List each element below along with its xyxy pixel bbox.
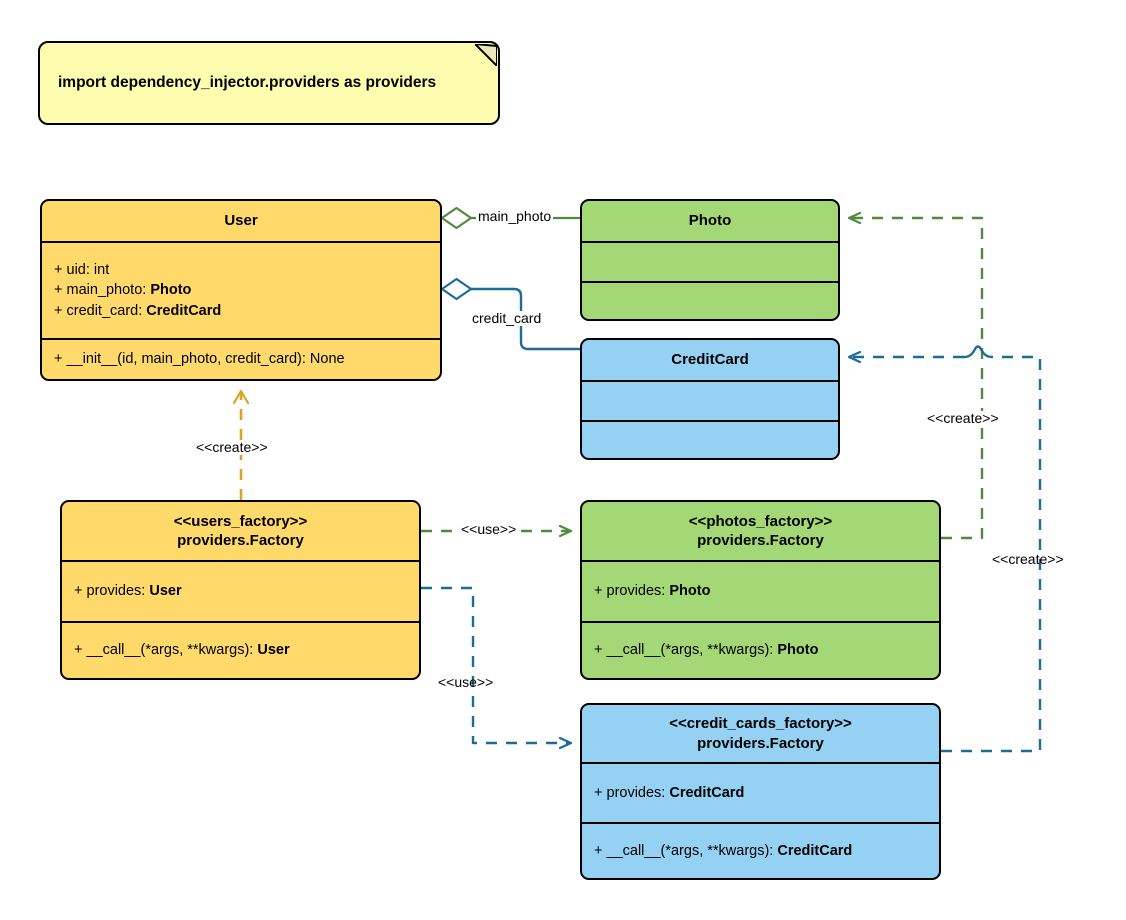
edge-use-credit-cards-factory: [421, 586, 570, 743]
attribute-row: + provides: Photo: [594, 583, 711, 600]
class-attributes-photo: [582, 241, 838, 281]
class-header-credit-cards-factory: <<credit_cards_factory>> providers.Facto…: [582, 705, 939, 762]
attribute-row: + provides: User: [74, 583, 182, 600]
import-note: import dependency_injector.providers as …: [38, 41, 500, 125]
class-attributes-photos-factory: + provides: Photo: [582, 560, 939, 621]
edge-create-photo: [850, 218, 984, 540]
class-methods-credit-cards-factory: + __call__(*args, **kwargs): CreditCard: [582, 822, 939, 878]
method-row: + __call__(*args, **kwargs): Photo: [594, 642, 819, 659]
attribute-row: + provides: CreditCard: [594, 784, 745, 801]
import-note-text: import dependency_injector.providers as …: [58, 74, 437, 91]
class-name-creditcard: CreditCard: [671, 351, 749, 369]
class-attributes-user: + uid: int + main_photo: Photo + credit_…: [42, 241, 440, 338]
class-header-user: User: [42, 201, 440, 241]
class-box-creditcard[interactable]: CreditCard: [580, 338, 840, 460]
class-box-photos-factory[interactable]: <<photos_factory>> providers.Factory + p…: [580, 500, 941, 680]
class-header-creditcard: CreditCard: [582, 340, 838, 380]
edge-label-credit-card: credit_card: [470, 310, 544, 327]
class-attributes-credit-cards-factory: + provides: CreditCard: [582, 762, 939, 822]
class-name-users-factory: providers.Factory: [177, 532, 304, 549]
class-attributes-users-factory: + provides: User: [62, 560, 419, 621]
class-box-credit-cards-factory[interactable]: <<credit_cards_factory>> providers.Facto…: [580, 703, 941, 880]
attribute-row: + uid: int: [54, 261, 110, 278]
class-stereotype-photos-factory: <<photos_factory>>: [688, 512, 833, 530]
class-header-photos-factory: <<photos_factory>> providers.Factory: [582, 502, 939, 560]
class-attributes-creditcard: [582, 380, 838, 420]
class-methods-user: + __init__(id, main_photo, credit_card):…: [42, 338, 440, 379]
class-methods-users-factory: + __call__(*args, **kwargs): User: [62, 621, 419, 678]
class-methods-photos-factory: + __call__(*args, **kwargs): Photo: [582, 621, 939, 678]
method-row: + __call__(*args, **kwargs): User: [74, 642, 290, 659]
edge-label-create-photo: <<create>>: [925, 410, 1001, 427]
class-stereotype-users-factory: <<users_factory>>: [173, 512, 308, 530]
class-header-photo: Photo: [582, 201, 838, 241]
edge-label-main-photo: main_photo: [476, 208, 554, 225]
attribute-row: + main_photo: Photo: [54, 282, 192, 299]
edge-label-use-credit-cards: <<use>>: [438, 674, 494, 690]
class-box-users-factory[interactable]: <<users_factory>> providers.Factory + pr…: [60, 500, 421, 680]
attribute-row: + credit_card: CreditCard: [54, 302, 222, 319]
note-fold-icon: [475, 44, 497, 66]
class-methods-creditcard: [582, 420, 838, 458]
edge-label-use-photos: <<use>>: [459, 521, 519, 538]
class-box-photo[interactable]: Photo: [580, 199, 840, 321]
edge-label-create-user: <<create>>: [194, 439, 270, 456]
edge-label-create-credit-card: <<create>>: [992, 551, 1064, 567]
class-methods-photo: [582, 281, 838, 319]
method-row: + __init__(id, main_photo, credit_card):…: [54, 351, 345, 368]
method-row: + __call__(*args, **kwargs): CreditCard: [594, 842, 853, 859]
class-name-user: User: [224, 212, 258, 230]
class-name-photo: Photo: [688, 212, 732, 230]
class-name-credit-cards-factory: providers.Factory: [697, 734, 824, 752]
class-stereotype-credit-cards-factory: <<credit_cards_factory>>: [669, 715, 852, 733]
class-name-photos-factory: providers.Factory: [697, 532, 824, 549]
class-header-users-factory: <<users_factory>> providers.Factory: [62, 502, 419, 560]
class-box-user[interactable]: User + uid: int + main_photo: Photo + cr…: [40, 199, 442, 381]
